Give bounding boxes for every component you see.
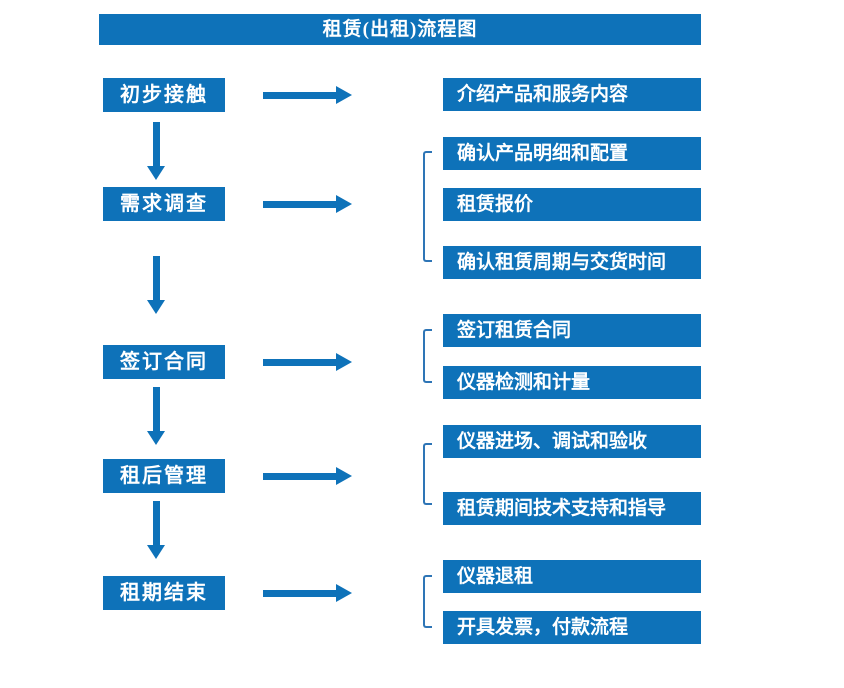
arrow-right-icon [263,195,352,213]
arrow-head [147,431,165,445]
arrow-right-icon [263,353,352,371]
arrow-head [336,467,352,485]
detail-confirm-period-delivery: 确认租赁周期与交货时间 [443,246,701,279]
step-initial-contact: 初步接触 [103,78,225,112]
arrow-shaft [263,473,336,480]
group-bracket-sign-contract [423,329,432,383]
step-demand-survey: 需求调查 [103,187,225,221]
group-bracket-demand-survey [423,151,432,262]
arrow-down-icon [147,501,166,559]
arrow-down-icon [147,256,166,314]
detail-invoice-payment: 开具发票，付款流程 [443,611,701,644]
flowchart-title: 租赁(出租)流程图 [99,14,701,45]
group-bracket-post-rental [423,443,432,505]
arrow-shaft [153,256,160,300]
arrow-shaft [263,590,336,597]
group-bracket-rental-end [423,575,432,628]
arrow-head [336,584,352,602]
detail-confirm-product-config: 确认产品明细和配置 [443,137,701,170]
step-rental-end: 租期结束 [103,576,225,610]
arrow-head [336,86,352,104]
arrow-head [147,166,165,180]
arrow-head [336,353,352,371]
arrow-right-icon [263,86,352,104]
detail-instrument-return: 仪器退租 [443,560,701,593]
detail-instrument-setup: 仪器进场、调试和验收 [443,425,701,458]
detail-sign-rental-contract: 签订租赁合同 [443,314,701,347]
arrow-shaft [263,201,336,208]
detail-introduce-products: 介绍产品和服务内容 [443,78,701,111]
arrow-down-icon [147,387,166,445]
step-post-rental-management: 租后管理 [103,459,225,493]
arrow-shaft [153,387,160,431]
arrow-down-icon [147,122,166,180]
arrow-right-icon [263,467,352,485]
arrow-shaft [263,359,336,366]
step-sign-contract: 签订合同 [103,345,225,379]
arrow-shaft [153,501,160,545]
arrow-shaft [153,122,160,166]
arrow-right-icon [263,584,352,602]
arrow-head [147,545,165,559]
detail-instrument-inspection: 仪器检测和计量 [443,366,701,399]
detail-rental-quotation: 租赁报价 [443,188,701,221]
arrow-head [147,300,165,314]
arrow-head [336,195,352,213]
arrow-shaft [263,92,336,99]
detail-tech-support: 租赁期间技术支持和指导 [443,492,701,525]
